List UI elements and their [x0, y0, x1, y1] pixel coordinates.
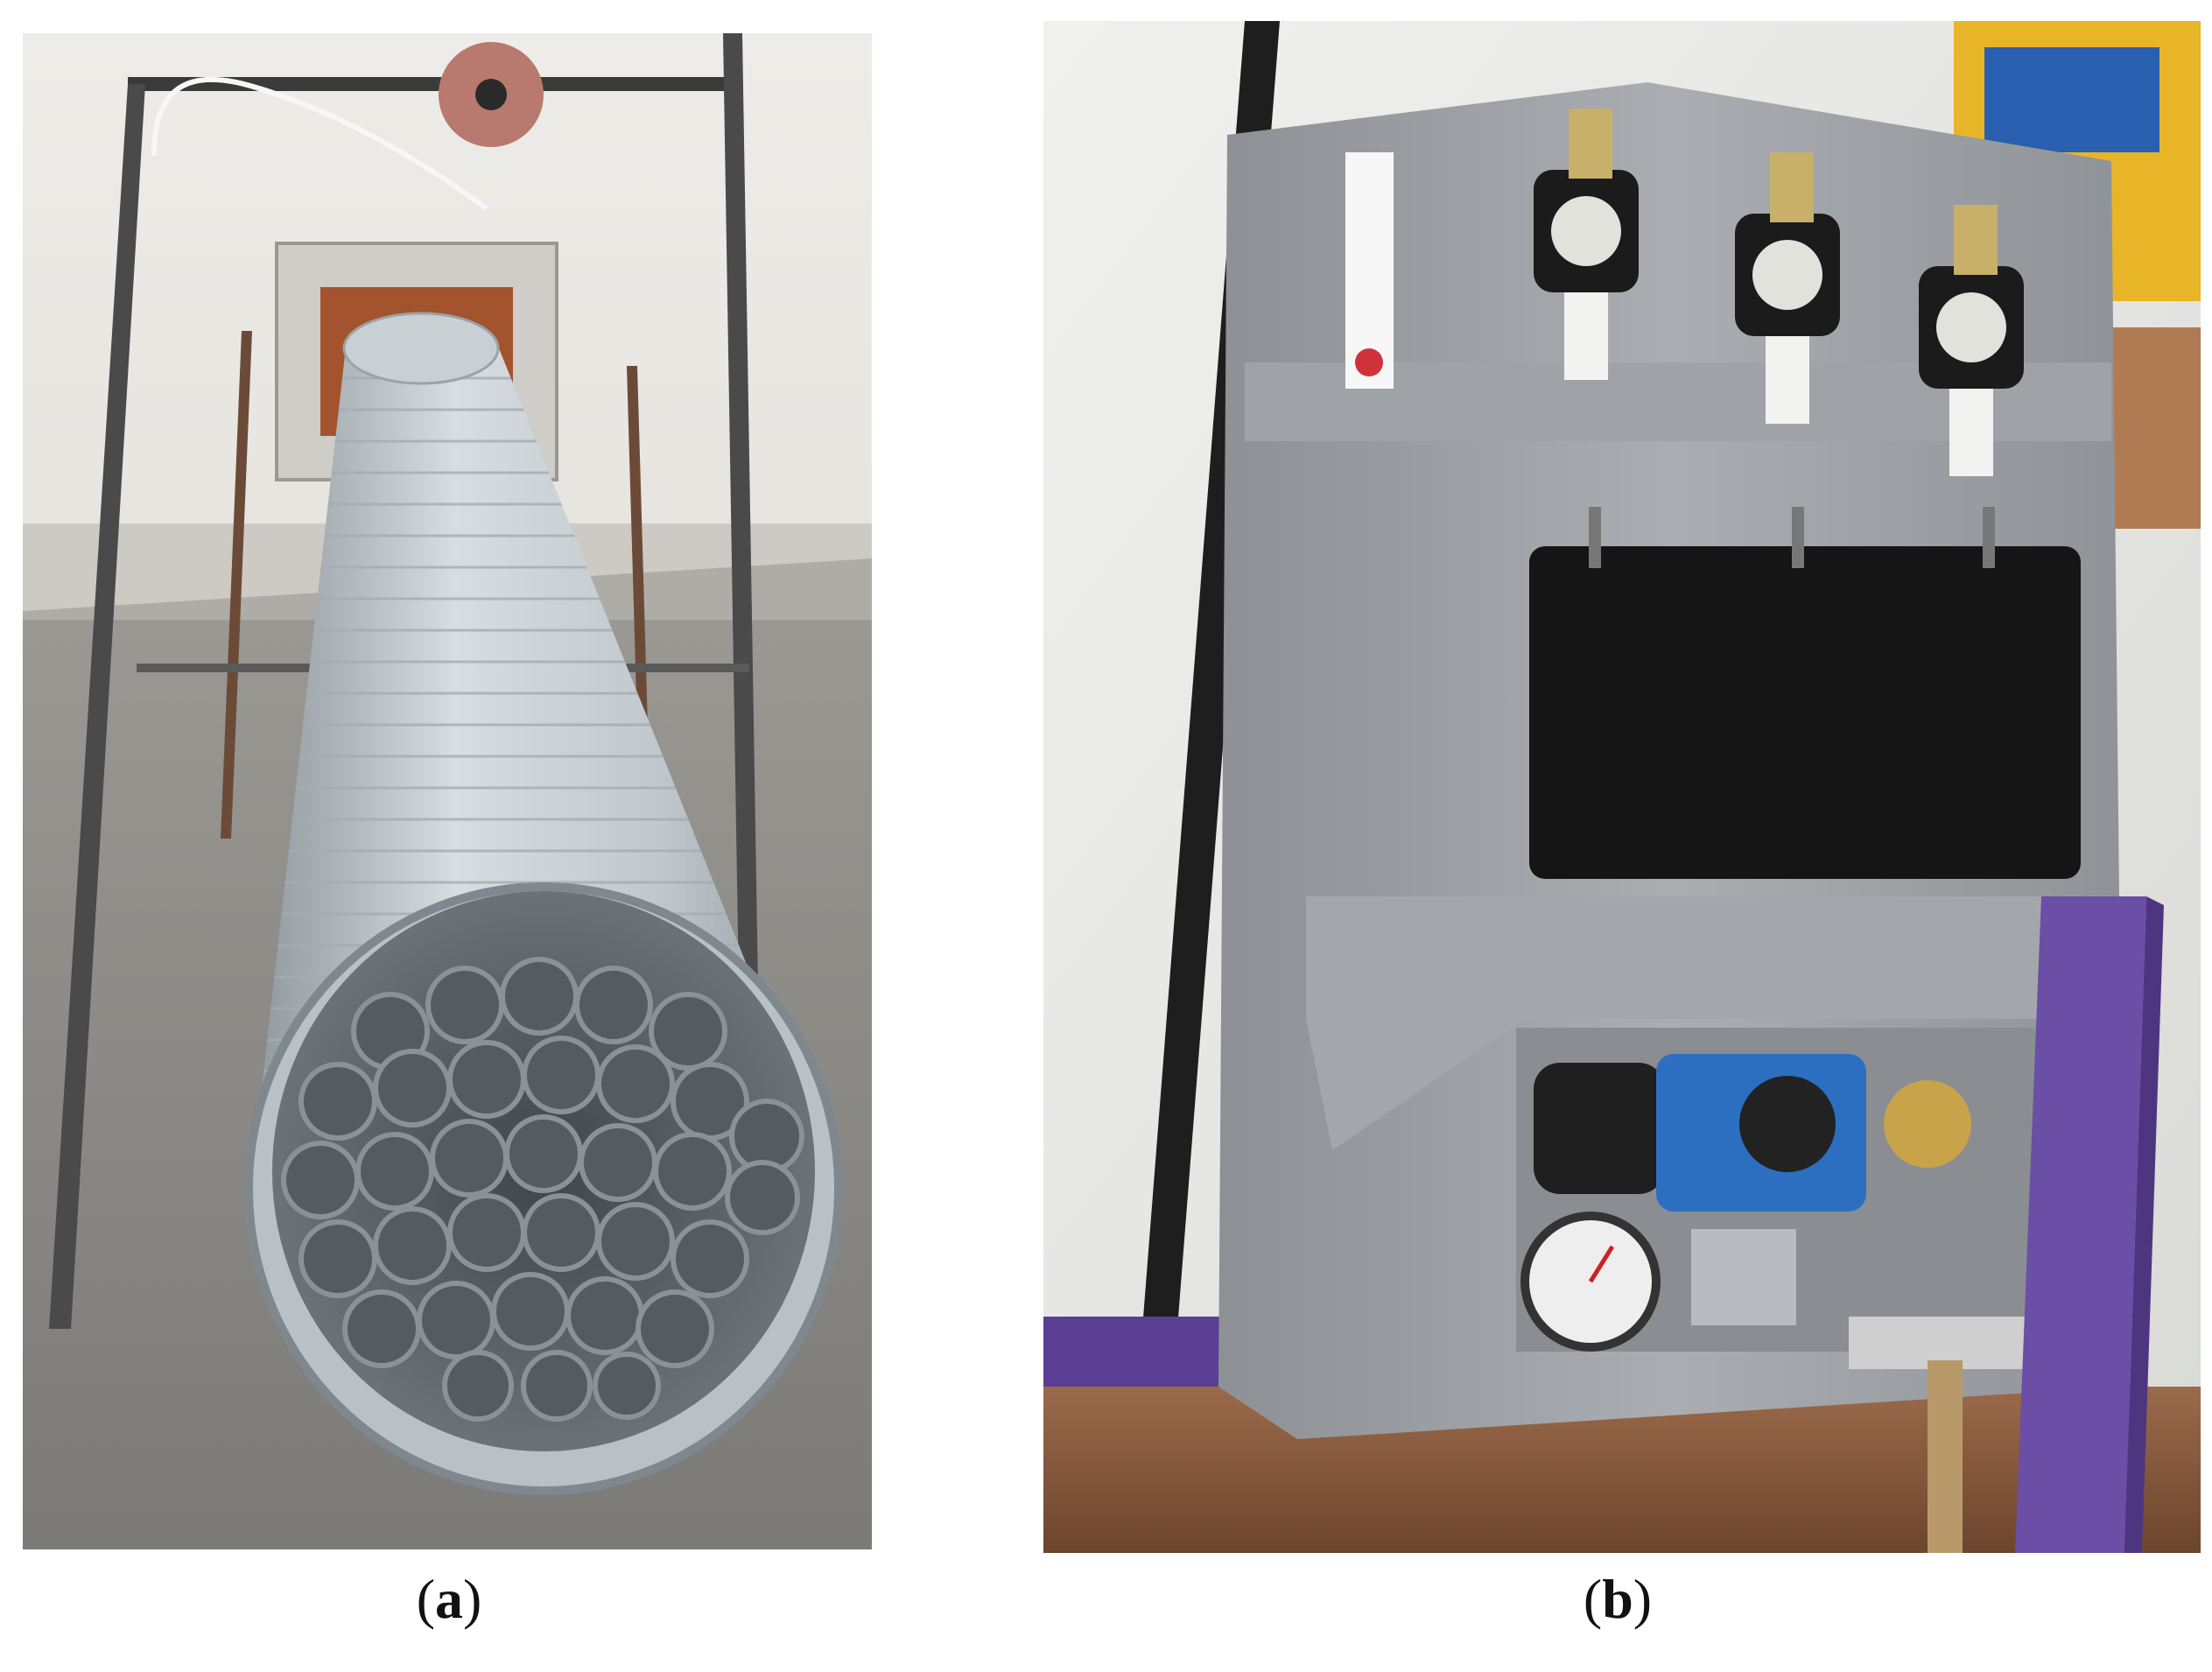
caption-panel-b: (b) — [1486, 1567, 1749, 1632]
photo-panel-a — [23, 33, 872, 1549]
photo-panel-b — [1043, 21, 2201, 1553]
duct-photo-icon — [23, 33, 872, 1549]
caption-a-close: ) — [463, 1568, 482, 1630]
caption-panel-a: (a) — [318, 1567, 580, 1632]
caption-b-letter: b — [1602, 1568, 1633, 1630]
caption-a-open: ( — [416, 1568, 435, 1630]
caption-a-letter: a — [435, 1568, 463, 1630]
valve-unit-photo-icon — [1043, 21, 2201, 1553]
caption-b-open: ( — [1583, 1568, 1603, 1630]
caption-b-close: ) — [1633, 1568, 1653, 1630]
